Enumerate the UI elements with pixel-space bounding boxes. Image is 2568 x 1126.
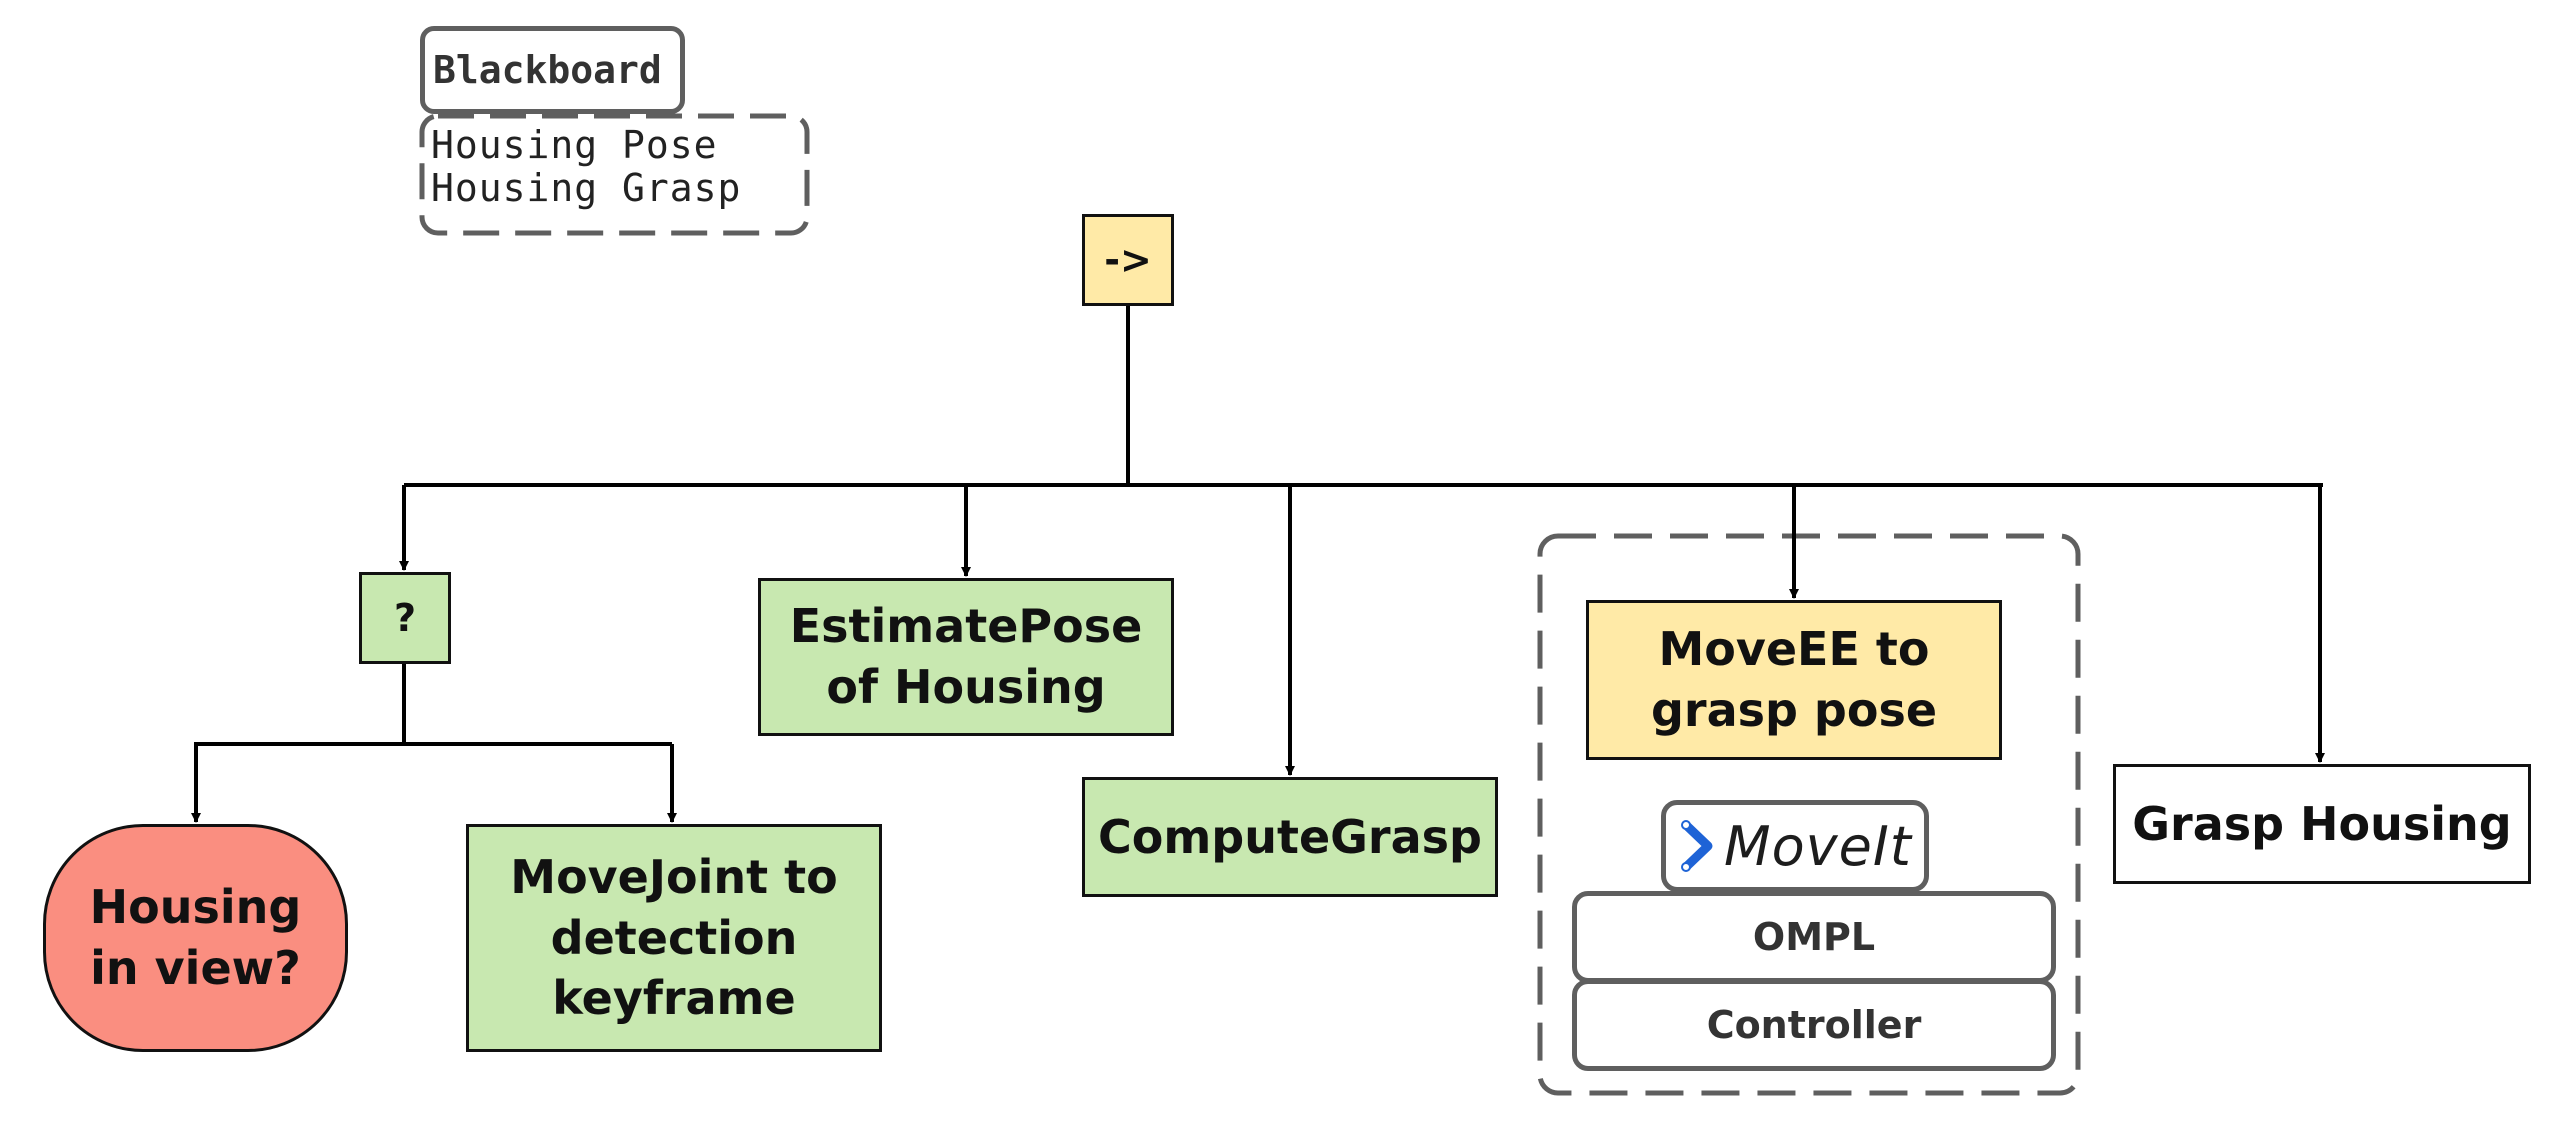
estimate-pose-action: EstimatePose of Housing: [758, 578, 1174, 736]
move-joint-label: MoveJoint to detection keyframe: [510, 849, 838, 1026]
estimate-pose-label: EstimatePose of Housing: [789, 599, 1143, 714]
moveit-logo: MoveIt: [1661, 800, 1929, 892]
blackboard-entries: Housing Pose Housing Grasp: [431, 123, 742, 210]
blackboard-title: Blackboard: [420, 26, 685, 114]
ompl-layer: OMPL: [1572, 891, 2056, 983]
controller-layer: Controller: [1572, 979, 2056, 1071]
move-joint-action: MoveJoint to detection keyframe: [466, 824, 882, 1052]
compute-grasp-action: ComputeGrasp: [1082, 777, 1498, 897]
moveit-logo-text: MoveIt: [1724, 814, 1912, 878]
grasp-housing-label: Grasp Housing: [2132, 796, 2512, 851]
sequence-node: ->: [1082, 214, 1174, 306]
housing-in-view-label: Housing in view?: [89, 880, 302, 995]
compute-grasp-label: ComputeGrasp: [1098, 809, 1482, 864]
blackboard-entries-frame: [419, 113, 810, 236]
grasp-housing-action: Grasp Housing: [2113, 764, 2531, 884]
move-ee-action: MoveEE to grasp pose: [1586, 600, 2002, 760]
controller-layer-label: Controller: [1706, 1003, 1922, 1047]
moveit-group-frame: [1537, 533, 2081, 1096]
housing-in-view-condition: Housing in view?: [43, 824, 348, 1052]
move-ee-label: MoveEE to grasp pose: [1650, 622, 1938, 737]
moveit-chevron-icon: [1681, 820, 1713, 872]
blackboard-title-text: Blackboard: [433, 48, 662, 92]
ompl-layer-label: OMPL: [1752, 915, 1876, 959]
fallback-node: ?: [359, 572, 451, 664]
fallback-node-label: ?: [393, 595, 417, 640]
sequence-node-label: ->: [1104, 237, 1152, 282]
